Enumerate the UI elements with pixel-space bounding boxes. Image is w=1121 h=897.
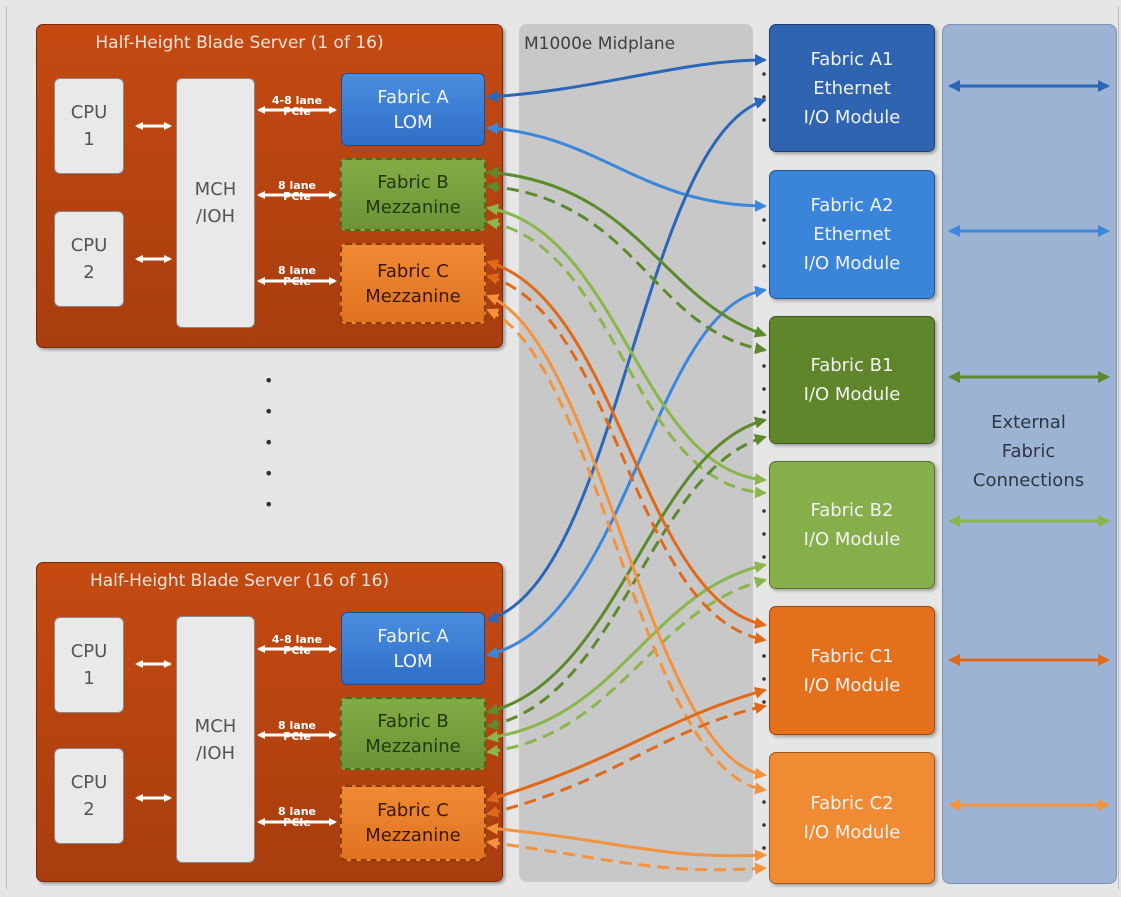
fabric-a-lom: Fabric A LOM xyxy=(341,612,485,685)
fabric-b-mezzanine: Fabric B Mezzanine xyxy=(340,158,486,231)
midplane-label: M1000e Midplane xyxy=(524,34,676,54)
external-links xyxy=(948,80,1110,811)
io-module-b2: Fabric B2 I/O Module xyxy=(769,461,935,589)
internal-links-blade-16 xyxy=(135,645,337,826)
io-module-c2: Fabric C2 I/O Module xyxy=(769,752,935,884)
cpu-1: CPU 1 xyxy=(54,617,124,713)
fabric-b-mezzanine: Fabric B Mezzanine xyxy=(340,697,486,770)
fabric-c-mezzanine: Fabric C Mezzanine xyxy=(340,243,486,324)
fabric-c-mezzanine: Fabric C Mezzanine xyxy=(340,785,486,861)
frame xyxy=(6,6,1119,889)
mch-ioh: MCH /IOH xyxy=(176,616,255,863)
fabric-b-links xyxy=(486,166,767,757)
cpu-1: CPU 1 xyxy=(54,78,124,174)
fabric-a-lom: Fabric A LOM xyxy=(341,73,485,146)
external-connections-panel xyxy=(942,24,1117,884)
blade-title: Half-Height Blade Server (1 of 16) xyxy=(95,33,384,53)
io-module-b1: Fabric B1 I/O Module xyxy=(769,316,935,444)
internal-links-blade-1 xyxy=(135,106,337,285)
blade-title: Half-Height Blade Server (16 of 16) xyxy=(89,571,390,591)
fabric-a-links xyxy=(486,54,767,659)
io-module-a2: Fabric A2 Ethernet I/O Module xyxy=(769,170,935,299)
cpu-2: CPU 2 xyxy=(54,748,124,844)
cpu-2: CPU 2 xyxy=(54,211,124,307)
io-dot-markers xyxy=(762,72,766,850)
fabric-c-links xyxy=(486,259,767,875)
external-connections-label: External Fabric Connections xyxy=(972,412,1085,491)
io-module-a1: Fabric A1 Ethernet I/O Module xyxy=(769,24,935,152)
mch-ioh: MCH /IOH xyxy=(176,78,255,328)
io-module-c1: Fabric C1 I/O Module xyxy=(769,606,935,735)
